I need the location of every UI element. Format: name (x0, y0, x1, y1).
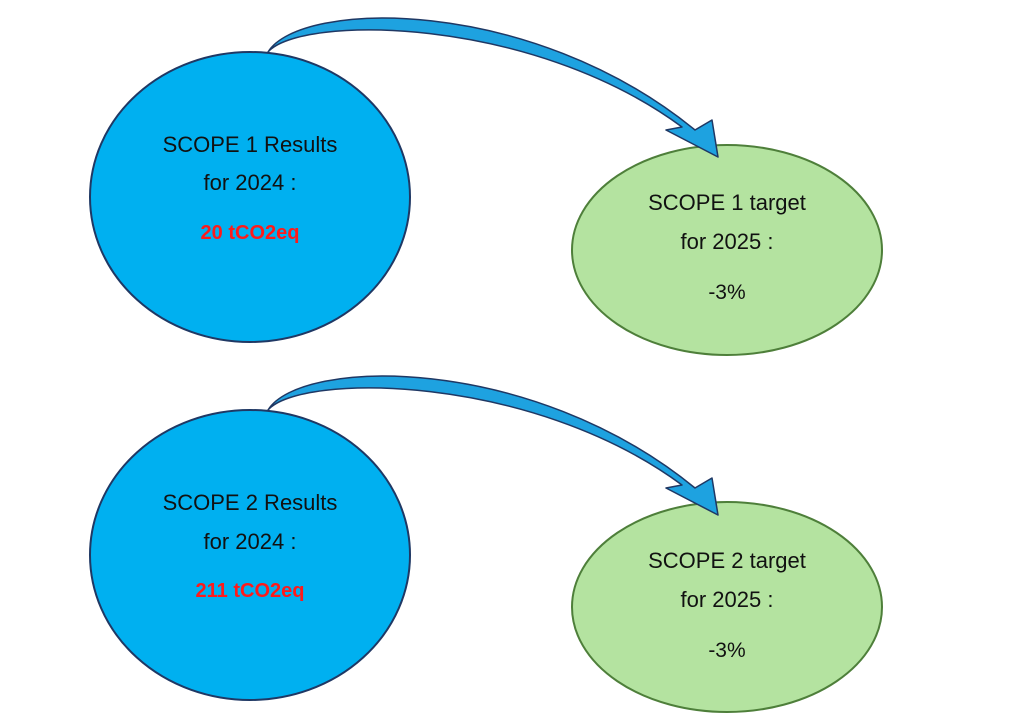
scope1-target-value: -3% (708, 281, 746, 304)
scope1-curved-arrow (267, 17, 719, 158)
scope1-result-title: SCOPE 1 Results (162, 132, 338, 157)
scope2-result-circle (89, 409, 411, 701)
scope1-result-year: for 2024 : (203, 170, 297, 195)
scope2-result-title: SCOPE 2 Results (162, 490, 338, 515)
scope2-result-value: 211 tCO2eq (195, 580, 305, 602)
scope2-target-value: -3% (708, 639, 746, 662)
scope1-target-year: for 2025 : (680, 229, 774, 254)
scope2-target-ellipse (571, 501, 883, 713)
scope1-result-value: 20 tCO2eq (200, 222, 300, 244)
scope2-result-year: for 2024 : (203, 529, 297, 554)
scope2-curved-arrow (267, 375, 719, 516)
scope2-target-title: SCOPE 2 target (648, 548, 806, 573)
scope1-target-ellipse (571, 144, 883, 356)
scope1-target-title: SCOPE 1 target (648, 190, 806, 215)
scope1-result-circle (89, 51, 411, 343)
scope2-target-year: for 2025 : (680, 587, 774, 612)
